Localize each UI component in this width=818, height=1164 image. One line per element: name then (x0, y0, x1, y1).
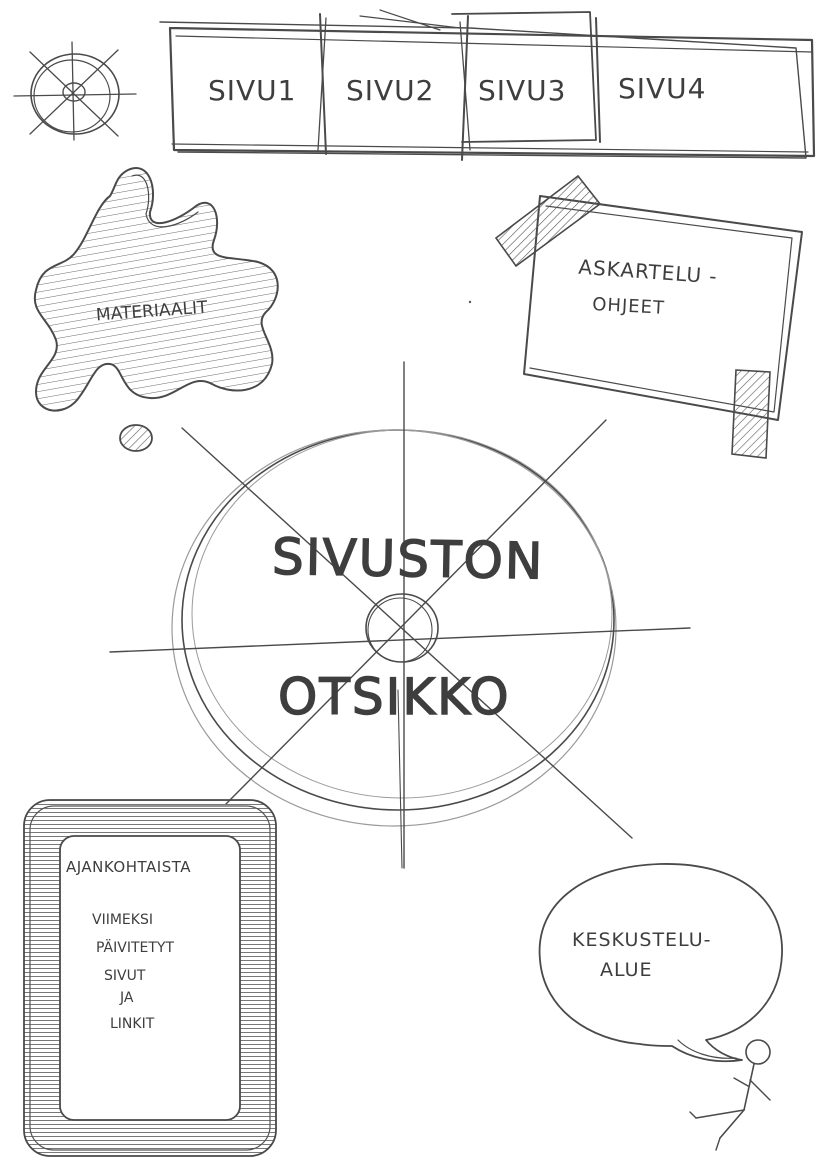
tab-sivu2[interactable]: SIVU2 (346, 74, 435, 107)
page-title-line2: OTSIKKO (278, 668, 511, 726)
tab-sivu1-label: SIVU1 (208, 74, 297, 107)
topical-heading: AJANKOHTAISTA (66, 858, 191, 876)
page-title: SIVUSTON OTSIKKO (272, 528, 545, 726)
tab-sivu1[interactable]: SIVU1 (208, 74, 297, 107)
tab-sivu4[interactable]: SIVU4 (618, 72, 707, 105)
topical-line-2: PÄIVITETYT (96, 938, 174, 956)
topical-panel[interactable]: AJANKOHTAISTA VIIMEKSI PÄIVITETYT SIVUT … (24, 800, 276, 1156)
logo-crosshair-icon[interactable] (14, 42, 136, 140)
topical-line-4: JA (119, 990, 134, 1006)
topical-line-1: VIIMEKSI (92, 912, 153, 928)
instructions-note[interactable]: ASKARTELU - OHJEET (496, 176, 802, 458)
topical-line-5: LINKIT (110, 1016, 155, 1032)
tab-sivu3[interactable]: SIVU3 (478, 74, 567, 107)
materials-blob[interactable]: MATERIAALIT (35, 168, 278, 451)
center-title-graphic (110, 362, 690, 868)
instructions-label-line2: OHJEET (592, 294, 666, 319)
discussion-bubble[interactable]: KESKUSTELU- ALUE (540, 864, 783, 1061)
discussion-label-line1: KESKUSTELU- (572, 929, 711, 951)
tab-sivu2-label: SIVU2 (346, 74, 435, 107)
tab-sivu4-label: SIVU4 (618, 72, 707, 105)
discussion-label-line2: ALUE (600, 959, 653, 981)
tab-sivu3-label: SIVU3 (478, 74, 567, 107)
topical-line-3: SIVUT (104, 968, 146, 984)
page-title-line1: SIVUSTON (272, 528, 545, 591)
